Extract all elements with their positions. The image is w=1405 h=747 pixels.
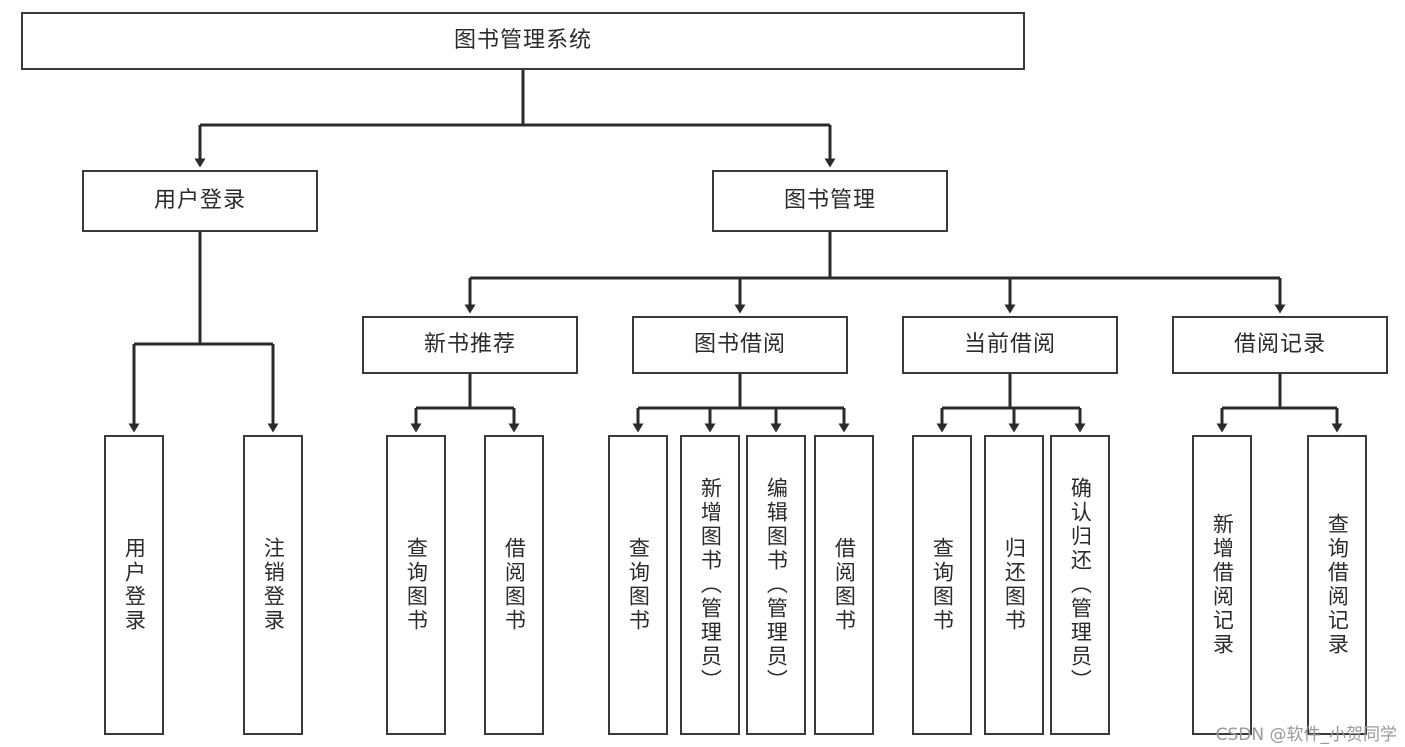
node-leaf-add-book[interactable]: 新增图书（管理员）	[680, 435, 740, 735]
node-label: 图书借阅	[693, 332, 786, 358]
node-label: 当前借阅	[963, 332, 1056, 358]
node-label: 查询借阅记录	[1325, 513, 1350, 657]
node-label: 新书推荐	[423, 332, 516, 358]
node-label: 查询图书	[930, 537, 955, 633]
node-leaf-borrow-book-1[interactable]: 借阅图书	[484, 435, 544, 735]
node-label: 图书管理系统	[453, 28, 592, 54]
node-leaf-user-logout[interactable]: 注销登录	[243, 435, 303, 735]
node-label: 用户登录	[153, 188, 246, 214]
node-leaf-query-record[interactable]: 查询借阅记录	[1307, 435, 1367, 735]
node-label: 借阅图书	[832, 537, 857, 633]
node-user-login[interactable]: 用户登录	[82, 170, 318, 232]
node-book-borrow[interactable]: 图书借阅	[632, 316, 848, 374]
node-label: 新增借阅记录	[1210, 513, 1235, 657]
node-label: 新增图书（管理员）	[698, 477, 723, 693]
node-leaf-user-login[interactable]: 用户登录	[104, 435, 164, 735]
node-label: 用户登录	[122, 537, 147, 633]
node-label: 确认归还（管理员）	[1068, 477, 1093, 693]
node-leaf-borrow-book-2[interactable]: 借阅图书	[814, 435, 874, 735]
node-leaf-query-book-3[interactable]: 查询图书	[912, 435, 972, 735]
csdn-watermark: CSDN @软件_小贺同学	[1215, 725, 1397, 745]
node-new-book-rec[interactable]: 新书推荐	[362, 316, 578, 374]
node-leaf-add-record[interactable]: 新增借阅记录	[1192, 435, 1252, 735]
node-label: 注销登录	[261, 537, 286, 633]
node-leaf-confirm-return[interactable]: 确认归还（管理员）	[1050, 435, 1110, 735]
node-leaf-return-book[interactable]: 归还图书	[984, 435, 1044, 735]
node-label: 查询图书	[404, 537, 429, 633]
node-label: 借阅图书	[502, 537, 527, 633]
node-leaf-query-book-1[interactable]: 查询图书	[386, 435, 446, 735]
node-current-borrow[interactable]: 当前借阅	[902, 316, 1118, 374]
node-label: 图书管理	[783, 188, 876, 214]
node-leaf-edit-book[interactable]: 编辑图书（管理员）	[746, 435, 806, 735]
node-label: 归还图书	[1002, 537, 1027, 633]
node-book-manage[interactable]: 图书管理	[712, 170, 948, 232]
node-root[interactable]: 图书管理系统	[21, 12, 1025, 70]
node-label: 编辑图书（管理员）	[764, 477, 789, 693]
node-label: 查询图书	[626, 537, 651, 633]
node-leaf-query-book-2[interactable]: 查询图书	[608, 435, 668, 735]
node-label: 借阅记录	[1233, 332, 1326, 358]
node-borrow-record[interactable]: 借阅记录	[1172, 316, 1388, 374]
